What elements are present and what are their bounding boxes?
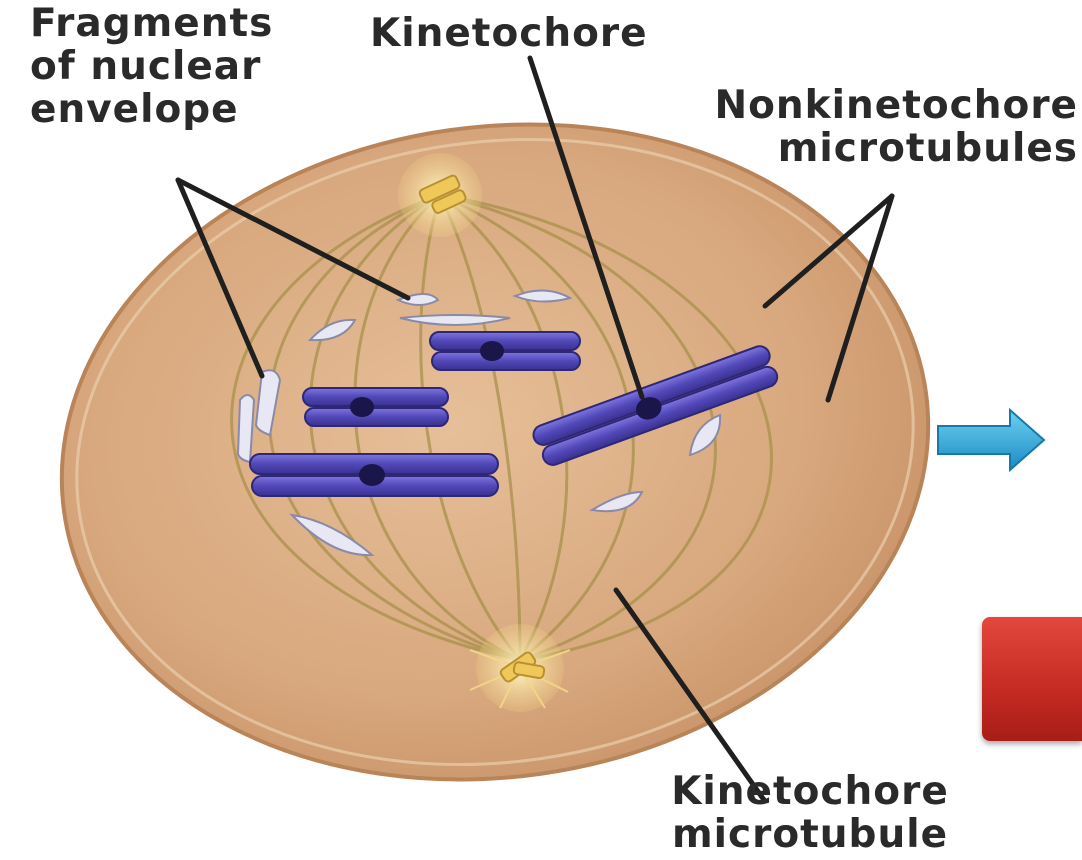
label-line: envelope [30,88,273,131]
label-line: Kinetochore [640,770,980,813]
red-block [982,617,1082,741]
label-line: Fragments [30,2,273,45]
chromosome-3 [250,454,498,496]
label-nonkinetochore-microtubules: Nonkinetochore microtubules [714,84,1078,170]
label-line: Kinetochore [370,12,648,55]
label-kinetochore: Kinetochore [370,12,648,55]
label-line: of nuclear [30,45,273,88]
label-line: microtubule [640,813,980,856]
label-kinetochore-microtubule: Kinetochore microtubule [640,770,980,856]
label-line: microtubules [714,127,1078,170]
cell-body [19,70,971,835]
chromosome-2 [303,388,448,426]
chromosome-1 [430,332,580,370]
arrow-right-icon [938,410,1044,470]
centrosome-top [398,153,482,237]
label-fragments-of-nuclear-envelope: Fragments of nuclear envelope [30,2,273,131]
label-line: Nonkinetochore [714,84,1078,127]
